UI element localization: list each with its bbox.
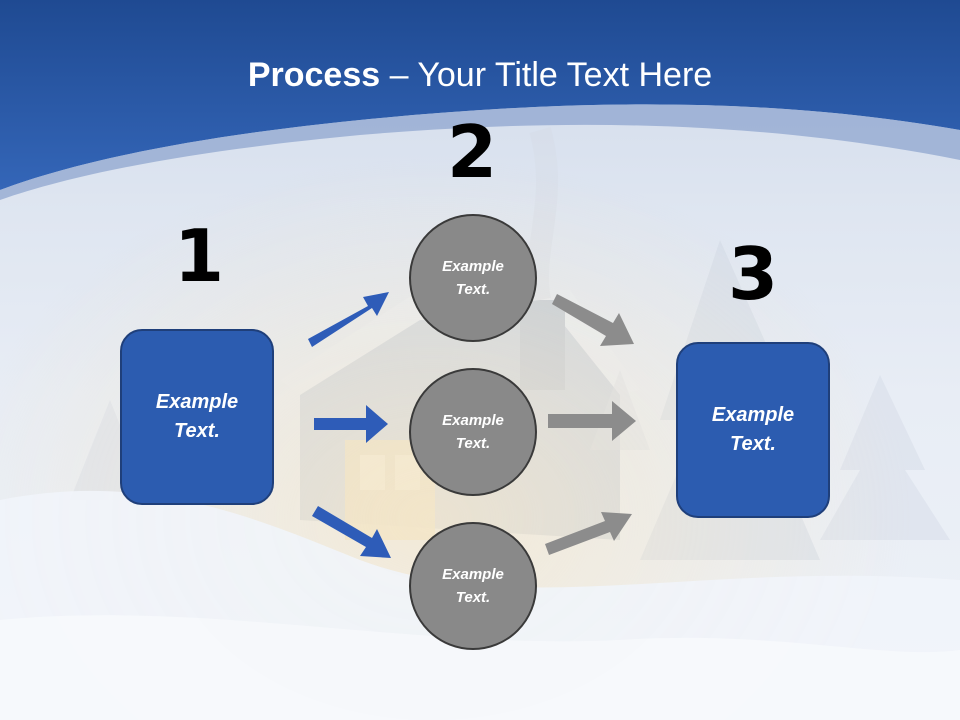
circle-middle-label: Example Text. bbox=[442, 412, 504, 452]
step-3-label: Example Text. bbox=[711, 404, 795, 455]
arrow-to-bottom-circle bbox=[312, 506, 391, 558]
arrow-to-middle-circle bbox=[314, 405, 388, 443]
title-bold: Process bbox=[247, 56, 381, 94]
step-1-box: Example Text. bbox=[120, 329, 274, 505]
slide-title: Process – Your Title Text Here bbox=[0, 52, 960, 98]
step-number-1: 1 bbox=[173, 214, 225, 298]
blue-arrows bbox=[308, 292, 391, 558]
circle-middle: Example Text. bbox=[409, 368, 537, 496]
step-1-label: Example Text. bbox=[155, 391, 239, 442]
step-number-3: 3 bbox=[727, 232, 779, 316]
arrow-from-middle-circle bbox=[548, 401, 636, 441]
circle-bottom: Example Text. bbox=[409, 522, 537, 650]
title-rest: – Your Title Text Here bbox=[380, 56, 713, 94]
arrow-to-top-circle bbox=[308, 292, 389, 347]
arrow-from-top-circle bbox=[552, 294, 634, 346]
circle-top: Example Text. bbox=[409, 214, 537, 342]
arrow-from-bottom-circle bbox=[545, 512, 632, 555]
circle-top-label: Example Text. bbox=[442, 258, 504, 298]
circle-bottom-label: Example Text. bbox=[442, 566, 504, 606]
gray-arrows bbox=[545, 294, 636, 555]
step-number-2: 2 bbox=[446, 110, 498, 194]
step-3-box: Example Text. bbox=[676, 342, 830, 518]
